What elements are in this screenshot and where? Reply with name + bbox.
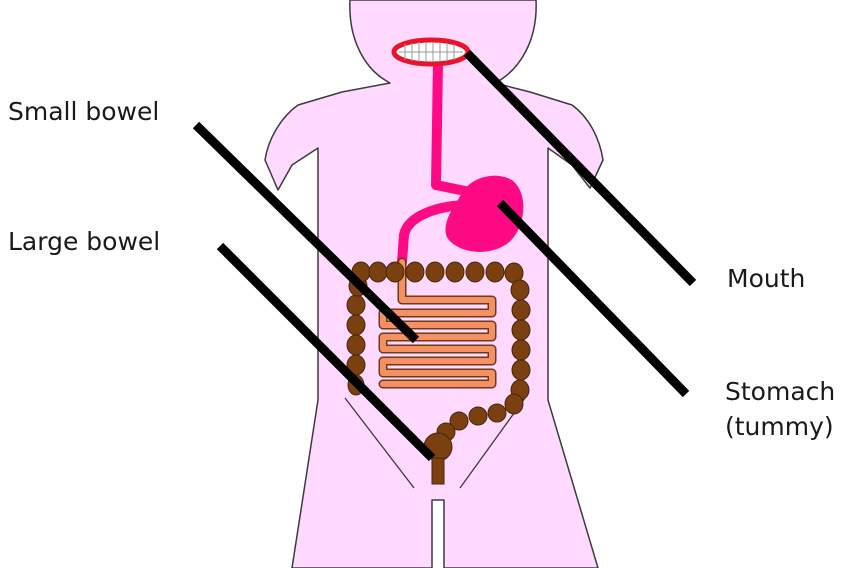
mouth-label: Mouth — [727, 262, 805, 296]
small-bowel-label: Small bowel — [8, 95, 159, 129]
mouth-shape — [394, 40, 468, 64]
large-bowel-label: Large bowel — [8, 225, 160, 259]
transverse-colon — [352, 262, 523, 283]
stomach-sublabel: (tummy) — [725, 410, 834, 444]
stomach-label: Stomach — [725, 375, 835, 409]
